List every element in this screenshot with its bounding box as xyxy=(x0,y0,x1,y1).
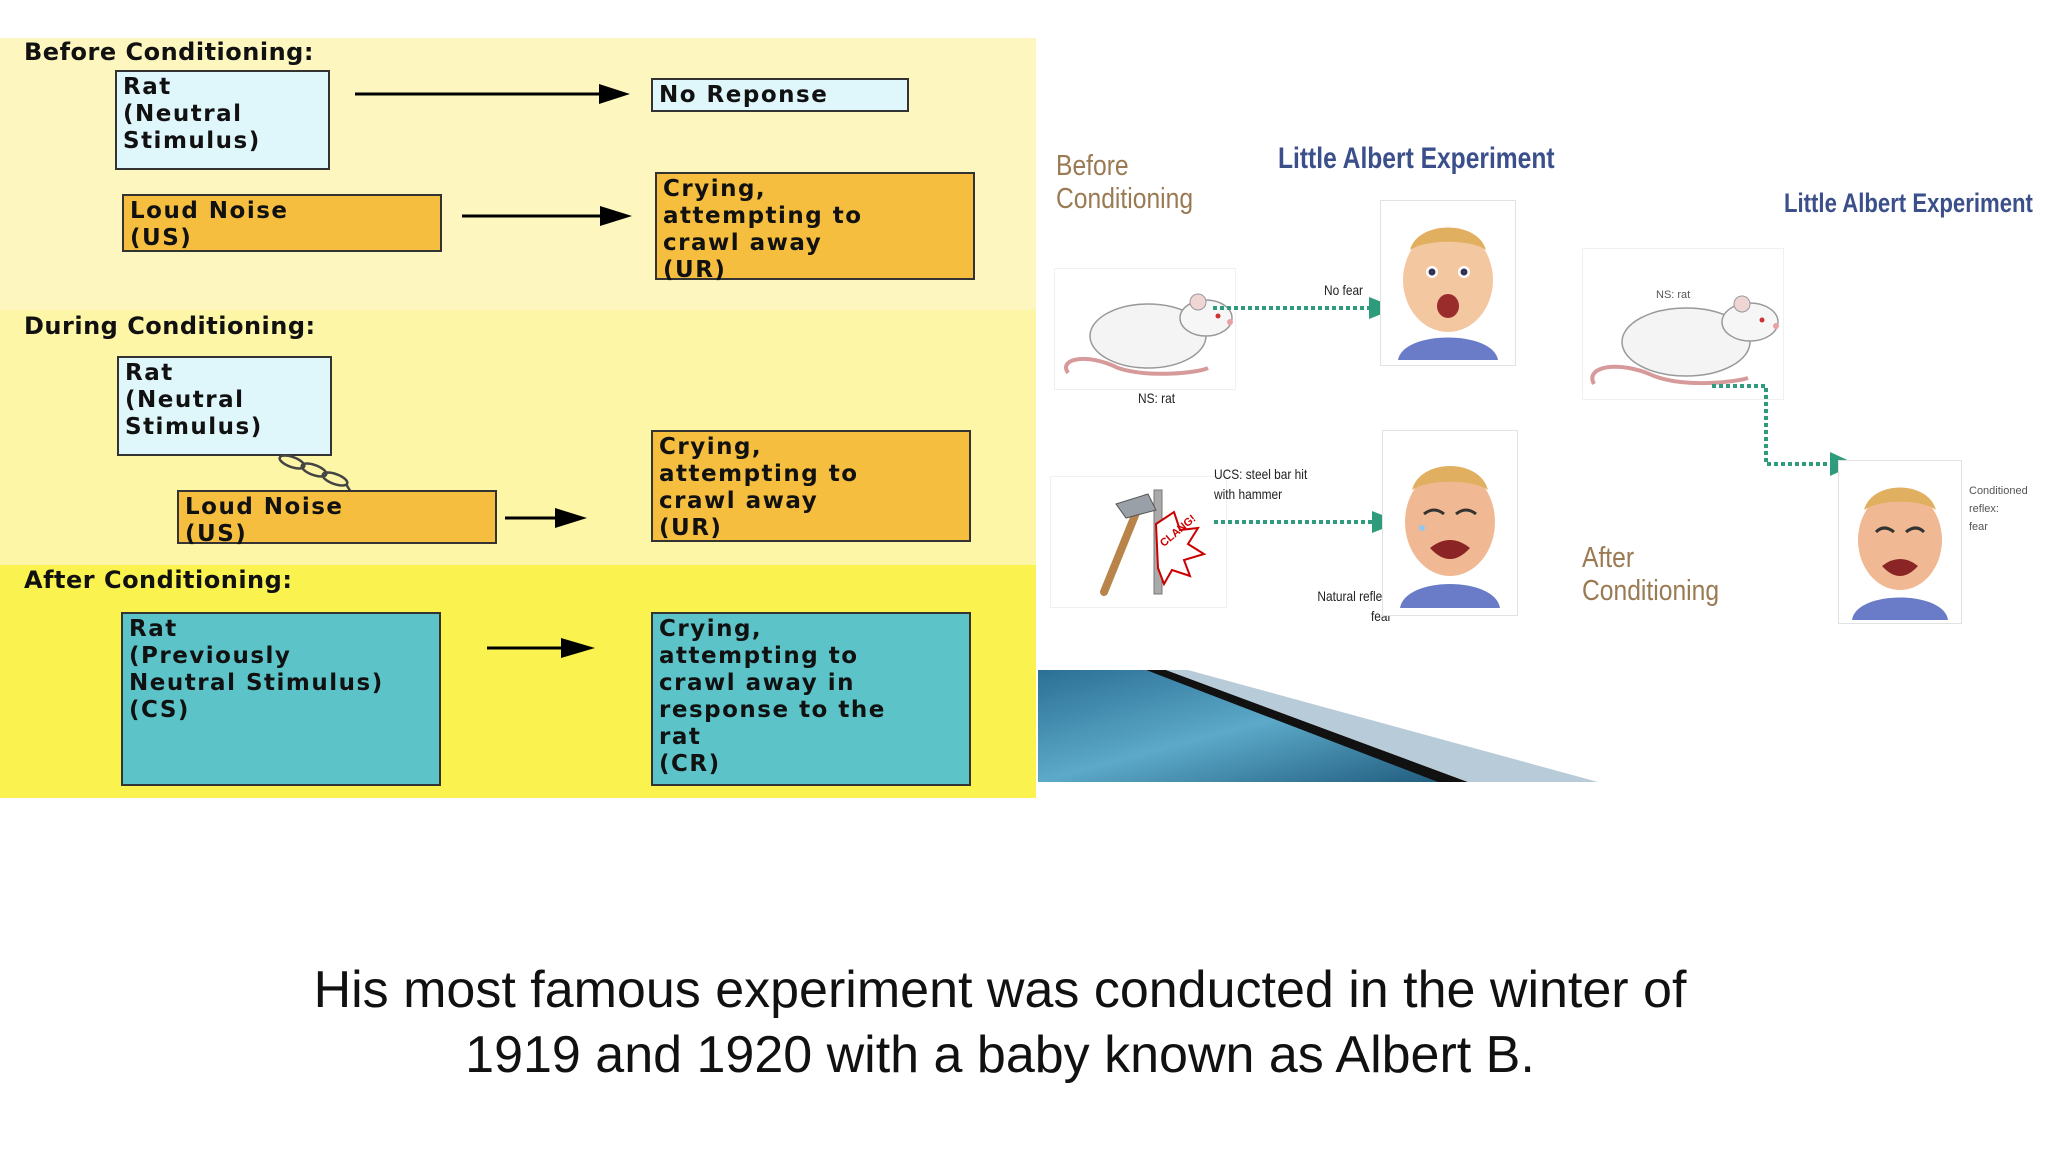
conditioned-response-box: Crying, attempting to crawl away in resp… xyxy=(651,612,971,786)
little-albert-illustration: Before Conditioning Little Albert Experi… xyxy=(1038,118,2048,782)
conditioned-crying-baby-icon xyxy=(1852,487,1948,620)
before-us-arrow xyxy=(462,206,632,226)
during-unconditioned-response-box: Crying, attempting to crawl away (UR) xyxy=(651,430,971,542)
slide-swoosh-decoration xyxy=(1038,670,1598,782)
during-neutral-stimulus-box: Rat (Neutral Stimulus) xyxy=(117,356,332,456)
classical-conditioning-diagram: Before Conditioning: Rat (Neutral Stimul… xyxy=(0,38,1036,798)
crying-baby-icon xyxy=(1400,466,1500,608)
after-cs-arrow xyxy=(487,638,595,658)
no-response-box: No Reponse xyxy=(651,78,909,112)
slide-caption: His most famous experiment was conducted… xyxy=(0,958,2000,1088)
before-unconditioned-stimulus-box: Loud Noise (US) xyxy=(122,194,442,252)
little-albert-title: Little Albert Experiment xyxy=(1278,142,1555,175)
before-conditioning-label: Before Conditioning xyxy=(1056,150,1194,215)
conditioned-reflex-label: Conditioned reflex: fear xyxy=(1969,485,2028,533)
before-conditioning-title: Before Conditioning: xyxy=(24,38,314,66)
no-fear-arrow xyxy=(1213,297,1397,319)
ucs-label: UCS: steel bar hit with hammer xyxy=(1214,466,1308,502)
white-rat-icon-2 xyxy=(1590,295,1779,386)
ns-rat-small-label: NS: rat xyxy=(1656,289,1691,301)
during-conditioning-title: During Conditioning: xyxy=(24,312,316,340)
before-unconditioned-response-box: Crying, attempting to crawl away (UR) xyxy=(655,172,975,283)
caption-line-2: 1919 and 1920 with a baby known as Alber… xyxy=(465,1026,1535,1084)
conditioned-stimulus-box: Rat (Previously Neutral Stimulus) (CS) xyxy=(121,612,441,786)
no-fear-label: No fear xyxy=(1324,282,1364,298)
natural-reflex-label: Natural reflex: fear xyxy=(1317,588,1392,624)
after-conditioning-label: After Conditioning xyxy=(1582,542,1720,607)
natural-reflex-arrow xyxy=(1214,511,1400,533)
before-ns-arrow xyxy=(355,84,630,104)
before-neutral-stimulus-box: Rat (Neutral Stimulus) xyxy=(115,70,330,170)
little-albert-title-secondary: Little Albert Experiment xyxy=(1784,188,2033,218)
during-us-arrow xyxy=(505,508,587,528)
caption-line-1: His most famous experiment was conducted… xyxy=(313,961,1687,1019)
hammer-steel-bar-icon xyxy=(1100,489,1207,596)
calm-baby-icon xyxy=(1398,227,1498,360)
ns-rat-label: NS: rat xyxy=(1138,390,1176,406)
during-unconditioned-stimulus-box: Loud Noise (US) xyxy=(177,490,497,547)
after-conditioning-title: After Conditioning: xyxy=(24,566,293,594)
white-rat-icon xyxy=(1064,293,1233,376)
pairing-chain-icon xyxy=(278,454,354,495)
